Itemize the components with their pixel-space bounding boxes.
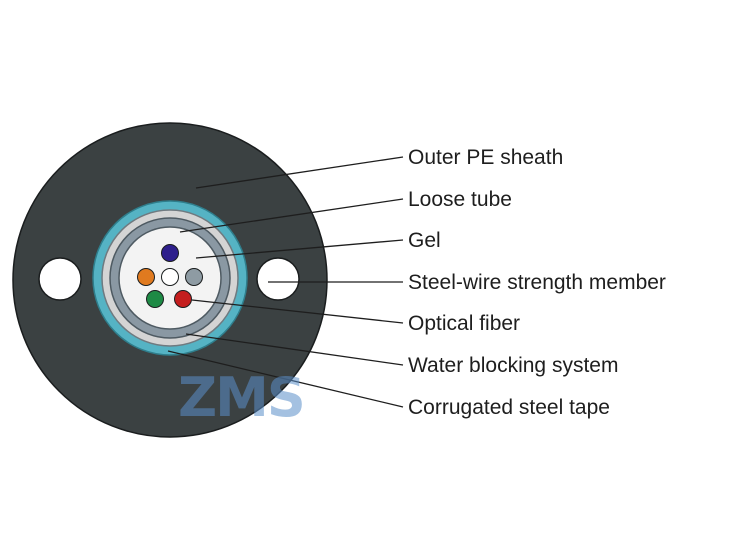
label-steel-wire-strength-member: Steel-wire strength member — [408, 271, 666, 294]
optical-fiber-orange — [137, 268, 155, 286]
leader-water-blocking — [185, 333, 404, 366]
label-water-blocking-system: Water blocking system — [408, 354, 618, 377]
leader-outer-pe-sheath — [195, 156, 404, 189]
leader-optical-fiber — [191, 299, 404, 324]
leader-corrugated-steel-tape — [167, 350, 404, 408]
watermark-logo: ZMS — [178, 366, 304, 429]
optical-fiber-red — [174, 290, 192, 308]
strength-member-right — [256, 257, 300, 301]
optical-fiber-grey — [185, 268, 203, 286]
label-loose-tube: Loose tube — [408, 188, 512, 211]
leader-loose-tube — [179, 198, 404, 233]
strength-member-left — [38, 257, 82, 301]
optical-fiber-white — [161, 268, 179, 286]
optical-fiber-blue — [161, 244, 179, 262]
label-optical-fiber: Optical fiber — [408, 312, 520, 335]
leader-gel — [195, 239, 404, 259]
optical-fiber-green — [146, 290, 164, 308]
label-gel: Gel — [408, 229, 441, 252]
label-corrugated-steel-tape: Corrugated steel tape — [408, 396, 610, 419]
label-outer-pe-sheath: Outer PE sheath — [408, 146, 563, 169]
